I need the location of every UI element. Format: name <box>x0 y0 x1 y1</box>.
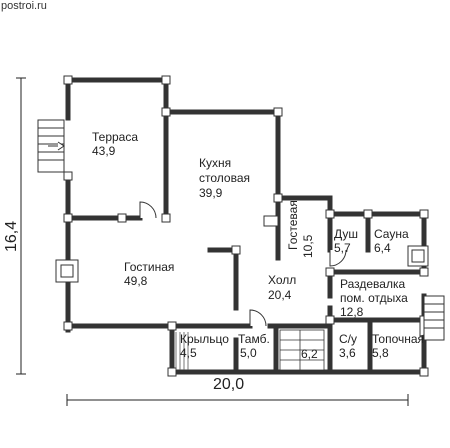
room-stair-area: 6,2 <box>301 347 318 361</box>
porch-steps <box>175 332 189 370</box>
room-terrace-name: Терраса <box>92 130 139 144</box>
kitchen-stove <box>263 215 279 227</box>
room-dressing-area: 12,8 <box>340 305 364 319</box>
room-sauna-name: Сауна <box>374 227 409 241</box>
height-dimension-label: 16,4 <box>3 220 20 252</box>
terrace-stairs <box>37 119 65 173</box>
room-guest-name: Гостевая <box>286 200 300 250</box>
height-dimension-line <box>16 77 26 375</box>
room-porch-area: 4,5 <box>180 346 197 360</box>
room-kitchen-area: 39,9 <box>199 186 223 200</box>
room-wc-name: С/у <box>339 332 357 346</box>
interior-staircase <box>279 329 325 371</box>
room-porch-name: Крыльцо <box>180 332 229 346</box>
room-shower-name: Душ <box>334 227 359 241</box>
width-dimension-label: 20,0 <box>213 376 245 393</box>
room-vestibule-name: Тамб. <box>238 332 270 346</box>
room-living-area: 49,8 <box>124 274 148 288</box>
room-wc-area: 3,6 <box>339 346 356 360</box>
walls <box>65 77 427 375</box>
room-dressing-name: Раздевалка <box>340 277 406 291</box>
room-guest-area: 10,5 <box>301 234 315 258</box>
room-hall-area: 20,4 <box>268 288 292 302</box>
room-kitchen-name2: столовая <box>199 171 250 185</box>
room-furnace-name: Топочная <box>372 332 425 346</box>
room-hall-name: Холл <box>268 273 297 287</box>
room-kitchen-name: Кухня <box>199 156 232 170</box>
room-terrace-area: 43,9 <box>92 144 116 158</box>
room-vestibule-area: 5,0 <box>240 346 257 360</box>
room-shower-area: 5,7 <box>334 241 351 255</box>
room-sauna-area: 6,4 <box>374 241 391 255</box>
watermark: postroi.ru <box>1 0 47 12</box>
room-furnace-area: 5,8 <box>372 346 389 360</box>
doors <box>139 201 431 337</box>
width-dimension-line <box>66 394 409 406</box>
sauna-stove <box>407 245 429 267</box>
right-stairs <box>423 295 445 341</box>
room-dressing-name2: пом. отдыха <box>340 291 408 305</box>
living-fireplace <box>55 259 79 283</box>
room-living-name: Гостиная <box>124 260 175 274</box>
wall-log-ends <box>63 75 429 377</box>
